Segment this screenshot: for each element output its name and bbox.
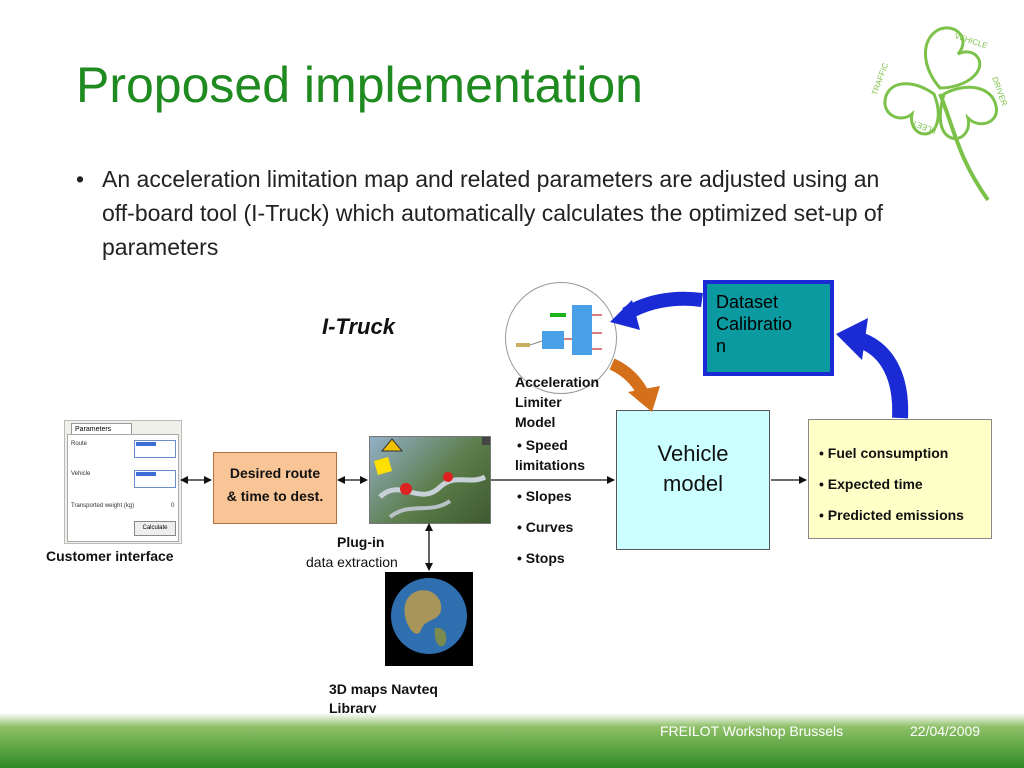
maps-label-line2: Library [329, 700, 377, 716]
dataset-line2: Calibratio [716, 314, 793, 334]
warning-sign-icon [380, 438, 404, 452]
clover-logo: VEHICLE DRIVER FLEET TRAFFIC [870, 26, 1009, 202]
slide-title: Proposed implementation [76, 57, 643, 113]
route-box-line2: & time to dest. [226, 488, 324, 504]
outputs-box: • Fuel consumption • Expected time • Pre… [808, 419, 992, 539]
input-curves: • Curves [517, 519, 574, 535]
output-time: • Expected time [819, 476, 923, 492]
dataset-line3: n [716, 336, 727, 356]
dataset-line1: Dataset [716, 292, 779, 312]
parameters-panel: Parameters Route Vehicle Transported wei… [64, 420, 182, 544]
vehicle-box-line2: model [663, 471, 723, 496]
acc-model-line3: Model [515, 414, 556, 430]
footer-event: FREILOT Workshop Brussels [660, 723, 844, 739]
acceleration-model-circle [505, 282, 617, 394]
input-stops: • Stops [517, 550, 565, 566]
clover-leaf-left [883, 82, 940, 136]
bullet-marker: • [76, 166, 85, 192]
input-speed-line1: • Speed [517, 437, 568, 453]
clover-stem [938, 93, 990, 202]
acc-model-line2: Limiter [515, 394, 562, 410]
vehicle-field-label: Vehicle [71, 471, 91, 477]
plugin-label-line2: data extraction [306, 554, 398, 570]
footer-bar [0, 713, 1024, 768]
blue-arrow-dataset-model [622, 291, 703, 321]
clover-leaf-right [938, 85, 998, 140]
route-field-label: Route [71, 441, 88, 447]
speed-sign-icon [443, 472, 453, 482]
blue-arrow-output-dataset [856, 332, 909, 419]
output-emissions: • Predicted emissions [819, 507, 964, 523]
weight-field-label: Transported weight (kg) [71, 503, 135, 509]
route-listbox[interactable] [134, 440, 176, 458]
orange-arrow-head [628, 386, 660, 412]
blue-arrow-head-right [836, 318, 868, 360]
flag-icon [482, 437, 490, 445]
globe-image [385, 572, 473, 666]
parameters-body: Route Vehicle Transported weight (kg) 0 … [67, 434, 179, 542]
dataset-calibration-box: Dataset Calibratio n [703, 280, 834, 376]
output-fuel: • Fuel consumption [819, 445, 949, 461]
input-speed-line2: limitations [515, 457, 586, 473]
route-box-line1: Desired route [229, 465, 321, 481]
bullet-point: • An acceleration limitation map and rel… [76, 162, 886, 264]
itruck-label: I-Truck [322, 314, 395, 339]
vehicle-model-box: Vehicle model [616, 410, 770, 550]
desired-route-box: Desired route & time to dest. [213, 452, 337, 524]
customer-interface-label: Customer interface [46, 548, 174, 564]
weight-field-value[interactable]: 0 [171, 503, 175, 509]
clover-leaf-top [924, 26, 982, 90]
input-slopes: • Slopes [517, 488, 572, 504]
3d-map-thumbnail [369, 436, 491, 524]
plugin-label-line1: Plug-in [337, 534, 385, 550]
stop-sign-icon [400, 483, 412, 495]
calculate-button[interactable]: Calculate [134, 521, 176, 536]
footer-date: 22/04/2009 [910, 723, 981, 739]
vehicle-listbox[interactable] [134, 470, 176, 488]
vehicle-box-line1: Vehicle [657, 441, 729, 466]
road-sign-icon [374, 457, 392, 475]
maps-label-line1: 3D maps Navteq [329, 681, 438, 697]
acc-model-line1: Acceleration [515, 374, 600, 390]
bullet-text: An acceleration limitation map and relat… [102, 166, 884, 260]
orange-arrow-model-vehicle [609, 358, 650, 399]
